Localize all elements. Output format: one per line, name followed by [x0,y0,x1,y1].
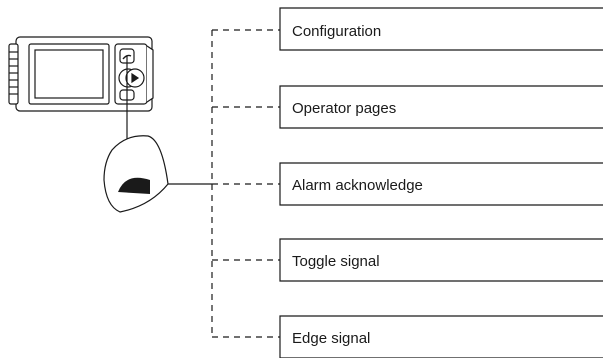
option-box-alarm-acknowledge: Alarm acknowledge [279,162,603,206]
option-label-alarm-acknowledge: Alarm acknowledge [292,177,423,194]
option-label-configuration: Configuration [292,23,381,40]
device-grip-ribs [8,43,19,105]
option-box-configuration: Configuration [279,7,603,51]
option-box-toggle-signal: Toggle signal [279,238,603,282]
option-label-operator-pages: Operator pages [292,100,396,117]
function-key-icon [103,135,169,213]
option-box-operator-pages: Operator pages [279,85,603,129]
device-illustration [8,36,154,112]
function-key-symbol [118,177,150,194]
option-box-edge-signal: Edge signal [279,315,603,358]
option-label-edge-signal: Edge signal [292,330,370,347]
option-tree [211,29,280,338]
option-label-toggle-signal: Toggle signal [292,253,380,270]
